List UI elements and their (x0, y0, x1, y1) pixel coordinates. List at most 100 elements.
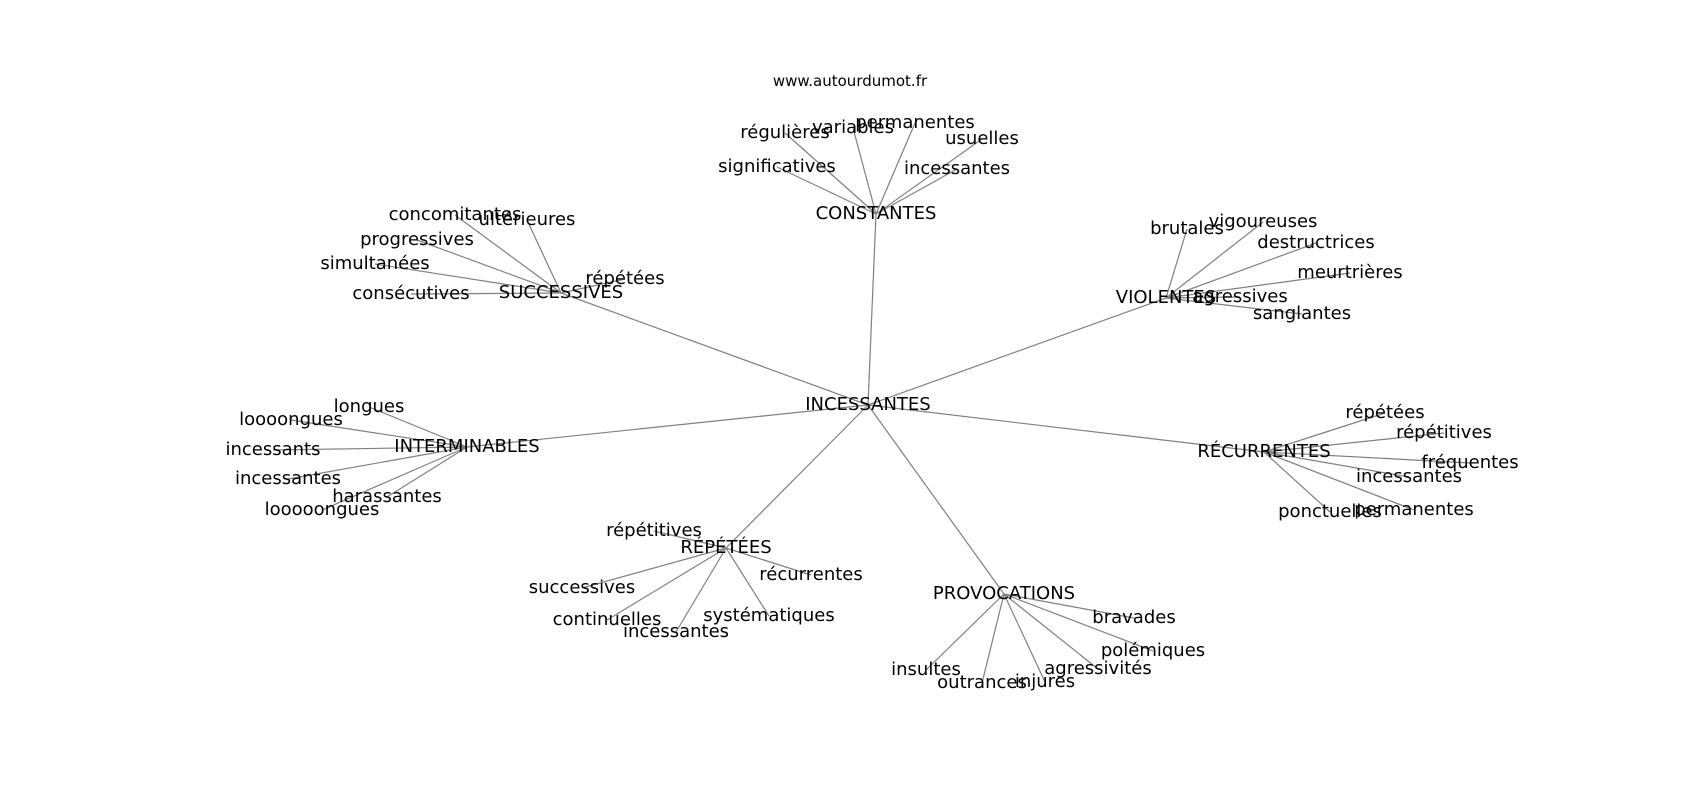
leaf-word[interactable]: incessantes (904, 158, 1010, 179)
edge-center-repetees (725, 404, 869, 549)
edge-provocations-leaf (1003, 593, 1154, 652)
edge-recurrentes-leaf (1263, 451, 1415, 511)
edge-violentes-leaf (1165, 242, 1317, 299)
edge-recurrentes-leaf (1263, 451, 1471, 464)
leaf-word[interactable]: permanentes (1354, 499, 1474, 520)
leaf-word[interactable]: usuelles (945, 128, 1019, 149)
leaf-word[interactable]: répétées (1345, 402, 1424, 423)
cluster-node-successives[interactable]: SUCCESSIVES (499, 282, 623, 303)
leaf-word[interactable]: répétitives (1396, 422, 1492, 443)
leaf-word[interactable]: simultanées (320, 253, 429, 274)
edge-center-provocations (867, 404, 1005, 595)
leaf-word[interactable]: insultes (891, 659, 961, 680)
edge-interminables-leaf (368, 406, 468, 448)
leaf-word[interactable]: variables (812, 117, 894, 138)
edge-constantes-leaf (776, 166, 877, 215)
edge-provocations-leaf (1003, 593, 1046, 683)
leaf-word[interactable]: continuelles (553, 609, 662, 630)
cluster-node-violentes[interactable]: VIOLENTES (1116, 287, 1216, 308)
edge-constantes-leaf (875, 138, 983, 215)
edge-repetees-leaf (725, 547, 812, 576)
leaf-word[interactable]: permanentes (855, 112, 975, 133)
leaf-word[interactable]: destructrices (1257, 232, 1374, 253)
leaf-word[interactable]: brutales (1150, 218, 1224, 239)
leaf-word[interactable]: agressives (1192, 286, 1287, 307)
leaf-word[interactable]: incessantes (1356, 466, 1462, 487)
leaf-word[interactable]: concomitantes (389, 204, 522, 225)
edge-constantes-leaf (875, 168, 958, 215)
edge-recurrentes-leaf (1263, 451, 1410, 478)
edge-violentes-leaf (1165, 272, 1351, 299)
edge-interminables-leaf (290, 419, 468, 448)
edge-provocations-leaf (925, 593, 1005, 671)
edge-interminables-leaf (272, 446, 468, 451)
edge-constantes-leaf (875, 122, 916, 215)
edge-center-violentes (867, 297, 1167, 406)
edge-repetees-leaf (606, 547, 727, 621)
leaf-word[interactable]: successives (529, 577, 636, 598)
edge-recurrentes-leaf (1263, 432, 1445, 453)
edge-interminables-leaf (386, 446, 468, 498)
leaf-word[interactable]: fréquentes (1421, 452, 1518, 473)
leaf-word[interactable]: progressives (360, 229, 474, 250)
leaf-word[interactable]: bravades (1092, 607, 1175, 628)
edge-violentes-leaf (1165, 221, 1264, 299)
cluster-node-recurrentes[interactable]: RÉCURRENTES (1197, 440, 1330, 462)
leaf-word[interactable]: répétitives (606, 520, 702, 541)
leaf-word[interactable]: incessants (225, 439, 320, 460)
leaf-word[interactable]: incessantes (235, 468, 341, 489)
leaf-word[interactable]: agressivités (1044, 658, 1151, 679)
edge-successives-leaf (560, 278, 626, 294)
edge-provocations-leaf (981, 593, 1005, 684)
edge-successives-leaf (416, 239, 562, 294)
cluster-node-provocations[interactable]: PROVOCATIONS (933, 583, 1075, 604)
edge-constantes-leaf (784, 132, 877, 215)
edge-successives-leaf (374, 263, 562, 294)
edge-center-successives (560, 292, 869, 406)
leaf-word[interactable]: outrances (937, 672, 1027, 693)
leaf-word[interactable]: longues (334, 396, 405, 417)
leaf-word[interactable]: sanglantes (1253, 303, 1351, 324)
edge-violentes-leaf (1165, 228, 1188, 299)
edge-center-interminables (466, 404, 869, 448)
leaf-word[interactable]: significatives (718, 156, 836, 177)
site-url: www.autourdumot.fr (772, 72, 928, 90)
edge-repetees-leaf (581, 547, 727, 589)
edge-successives-leaf (526, 219, 562, 294)
edge-provocations-leaf (1003, 593, 1135, 619)
leaf-word[interactable]: loooongues (239, 409, 343, 430)
edge-center-recurrentes (867, 404, 1265, 453)
leaf-word[interactable]: polémiques (1101, 640, 1205, 661)
leaf-word[interactable]: répétées (585, 268, 664, 289)
cluster-node-constantes[interactable]: CONSTANTES (816, 203, 937, 224)
edge-violentes-leaf (1165, 296, 1241, 299)
edge-interminables-leaf (287, 446, 468, 480)
edge-repetees-leaf (675, 547, 727, 633)
leaf-word[interactable]: harassantes (332, 486, 442, 507)
leaf-word[interactable]: régulières (740, 122, 829, 143)
edge-successives-leaf (410, 292, 562, 295)
edge-repetees-leaf (653, 530, 727, 549)
edge-violentes-leaf (1165, 297, 1303, 315)
leaf-word[interactable]: injures (1015, 671, 1075, 692)
edge-recurrentes-leaf (1263, 451, 1331, 513)
leaf-word[interactable]: ponctuelles (1278, 501, 1382, 522)
edge-provocations-leaf (1003, 593, 1099, 670)
leaf-word[interactable]: récurrentes (759, 564, 862, 585)
edge-successives-leaf (454, 214, 562, 294)
center-node[interactable]: INCESSANTES (805, 394, 930, 415)
leaf-word[interactable]: meurtrières (1297, 262, 1402, 283)
edge-repetees-leaf (725, 547, 770, 617)
cluster-node-repetees[interactable]: RÉPÉTÉES (680, 536, 771, 558)
leaf-word[interactable]: ultérieures (479, 209, 576, 230)
leaf-word[interactable]: systématiques (703, 605, 834, 626)
leaf-word[interactable]: looooongues (265, 499, 380, 520)
cluster-node-interminables[interactable]: INTERMINABLES (394, 436, 539, 457)
edge-recurrentes-leaf (1263, 412, 1386, 453)
leaf-word[interactable]: incessantes (623, 621, 729, 642)
leaf-word[interactable]: vigoureuses (1209, 211, 1318, 232)
leaf-word[interactable]: consécutives (352, 283, 469, 304)
edge-constantes-leaf (852, 127, 877, 215)
